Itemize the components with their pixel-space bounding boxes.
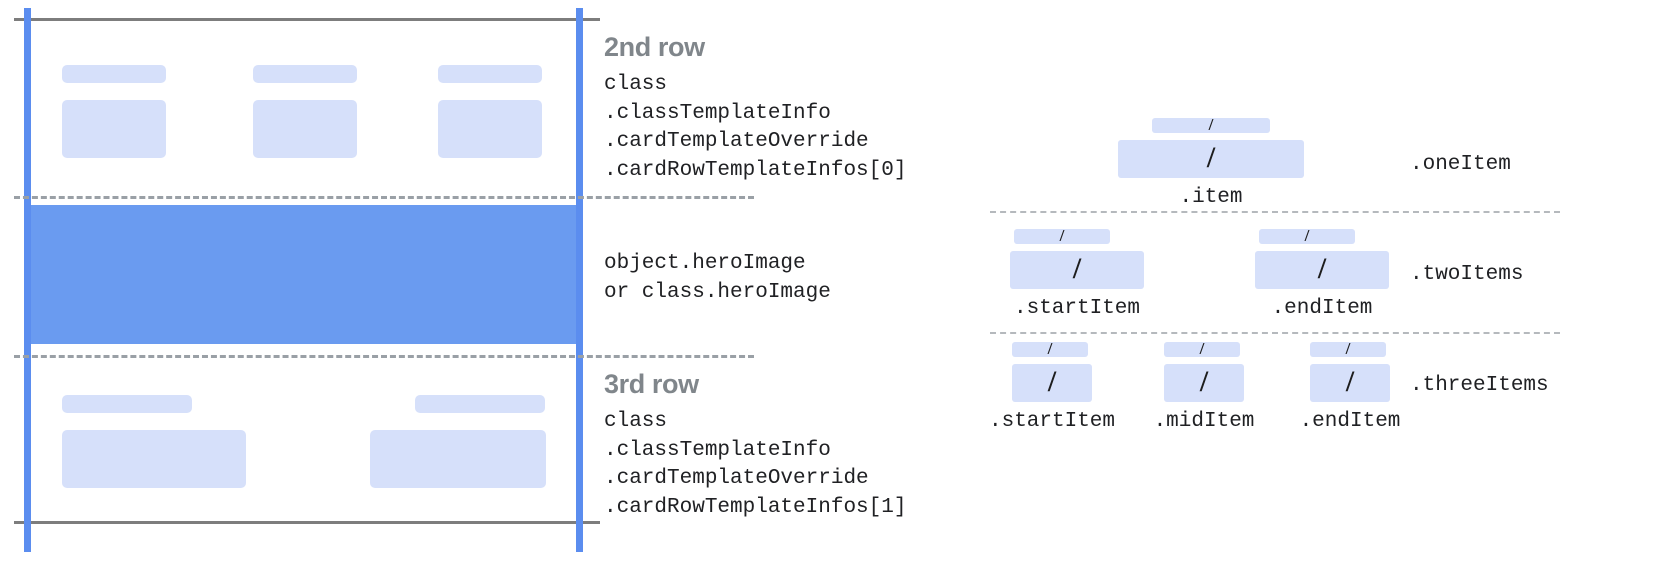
row2-col2-label-placeholder: [253, 65, 357, 83]
slot-end-item-three: / / .endItem: [1300, 342, 1400, 433]
divider-above-hero: [14, 196, 754, 199]
annotation-column: 2nd row class .classTemplateInfo .cardTe…: [604, 0, 1024, 584]
divider-one-two-items: [990, 211, 1560, 213]
item-count-diagram: / / .item .oneItem / / .startItem / / .e…: [960, 0, 1676, 584]
slot-start-item-three: / / .startItem: [989, 342, 1115, 433]
row2-col2-value-placeholder: [253, 100, 357, 158]
slash-icon: /: [1208, 118, 1214, 133]
slot-label-start-item: .startItem: [988, 410, 1116, 433]
slot-mid-item-value-bar: /: [1164, 364, 1244, 402]
hero-image-band: [31, 205, 577, 344]
divider-two-three-items: [990, 332, 1560, 334]
slot-item: / / .item: [1118, 118, 1304, 209]
card-right-rail: [576, 8, 583, 552]
slash-icon: /: [1199, 342, 1205, 357]
divider-below-hero: [14, 355, 754, 358]
slash-icon: /: [1317, 252, 1327, 285]
slot-label-end-item: .endItem: [1271, 297, 1373, 320]
hero-image-code: object.heroImage or class.heroImage: [604, 252, 831, 304]
slash-icon: /: [1304, 229, 1310, 244]
row3-col2-label-placeholder: [415, 395, 545, 413]
second-row-heading: 2nd row: [604, 32, 705, 62]
slot-mid-item-three: / / .midItem: [1154, 342, 1254, 433]
slot-start-item-two: / / .startItem: [1010, 229, 1144, 320]
slash-icon: /: [1047, 365, 1057, 398]
slot-start-item-label-bar: /: [1012, 342, 1088, 357]
slot-start-item-value-bar: /: [1010, 251, 1144, 289]
third-row-code: class .classTemplateInfo .cardTemplateOv…: [604, 410, 907, 519]
row3-col1-label-placeholder: [62, 395, 192, 413]
group-label-one-item: .oneItem: [1410, 153, 1511, 176]
row3-col2-value-placeholder: [370, 430, 546, 488]
slash-icon: /: [1345, 342, 1351, 357]
slot-start-item-value-bar: /: [1012, 364, 1092, 402]
slash-icon: /: [1199, 365, 1209, 398]
row2-col1-value-placeholder: [62, 100, 166, 158]
card-top-border: [14, 18, 600, 21]
row2-col3-value-placeholder: [438, 100, 542, 158]
slot-label-mid-item: .midItem: [1153, 410, 1255, 433]
group-label-three-items: .threeItems: [1410, 374, 1549, 397]
slash-icon: /: [1206, 141, 1216, 174]
slot-end-item-label-bar: /: [1310, 342, 1386, 357]
slot-mid-item-label-bar: /: [1164, 342, 1240, 357]
slot-item-label-bar: /: [1152, 118, 1270, 133]
card-bottom-border: [14, 521, 600, 524]
slot-end-item-value-bar: /: [1255, 251, 1389, 289]
slot-label-item: .item: [1179, 186, 1243, 209]
slot-label-end-item: .endItem: [1299, 410, 1401, 433]
slash-icon: /: [1072, 252, 1082, 285]
slot-end-item-label-bar: /: [1259, 229, 1355, 244]
third-row-heading: 3rd row: [604, 369, 699, 399]
slash-icon: /: [1345, 365, 1355, 398]
card-template-diagram: [0, 0, 600, 584]
slash-icon: /: [1047, 342, 1053, 357]
slot-label-start-item: .startItem: [1013, 297, 1141, 320]
card-left-rail: [24, 8, 31, 552]
row2-col3-label-placeholder: [438, 65, 542, 83]
group-label-two-items: .twoItems: [1410, 263, 1524, 286]
slot-start-item-label-bar: /: [1014, 229, 1110, 244]
slot-item-value-bar: /: [1118, 140, 1304, 178]
second-row-code: class .classTemplateInfo .cardTemplateOv…: [604, 73, 907, 182]
slot-end-item-two: / / .endItem: [1255, 229, 1389, 320]
slot-end-item-value-bar: /: [1310, 364, 1390, 402]
row3-col1-value-placeholder: [62, 430, 246, 488]
row2-col1-label-placeholder: [62, 65, 166, 83]
slash-icon: /: [1059, 229, 1065, 244]
